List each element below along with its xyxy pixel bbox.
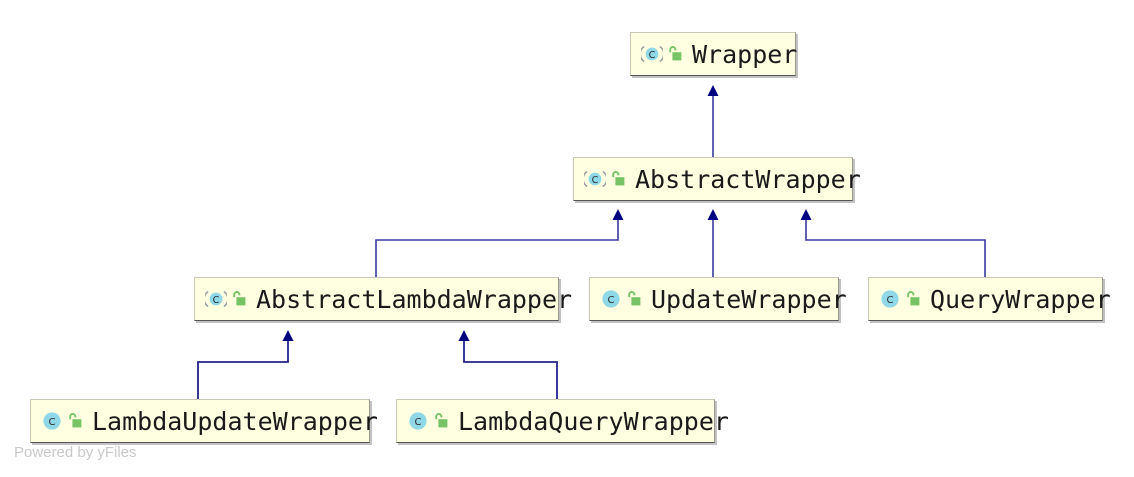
svg-text:C: C	[213, 295, 220, 306]
class-node-lambda-query-wrapper[interactable]: C LambdaQueryWrapper	[396, 399, 729, 443]
class-node-abstract-wrapper[interactable]: C AbstractWrapper	[573, 157, 861, 201]
open-padlock-icon	[669, 46, 682, 61]
class-name-label: Wrapper	[692, 39, 798, 69]
edge-abstractlambdawrapper-to-abstractwrapper	[375, 209, 624, 277]
class-circle-c-icon: C	[881, 290, 899, 308]
class-name-label: QueryWrapper	[930, 284, 1111, 314]
open-padlock-icon	[69, 413, 82, 428]
node-icon-group: C	[879, 288, 921, 310]
open-padlock-icon	[435, 413, 448, 428]
yfiles-watermark: Powered by yFiles	[14, 444, 137, 461]
class-name-label: UpdateWrapper	[651, 284, 847, 314]
svg-text:C: C	[649, 50, 656, 61]
node-icon-group: C	[205, 288, 247, 310]
class-circle-c-icon: C	[602, 290, 620, 308]
class-name-label: LambdaUpdateWrapper	[92, 406, 378, 436]
class-node-wrapper[interactable]: C Wrapper	[630, 32, 798, 76]
class-node-lambda-update-wrapper[interactable]: C LambdaUpdateWrapper	[30, 399, 378, 443]
open-padlock-icon	[612, 171, 625, 186]
svg-text:C: C	[887, 295, 894, 306]
svg-text:C: C	[415, 417, 422, 428]
class-circle-c-icon: C	[43, 412, 61, 430]
node-icon-group: C	[41, 410, 83, 432]
edge-querywrapper-to-abstractwrapper	[800, 209, 986, 277]
node-icon-group: C	[584, 168, 626, 190]
node-icon-group: C	[407, 410, 449, 432]
class-circle-c-icon: C	[584, 170, 606, 188]
class-name-label: AbstractWrapper	[635, 164, 861, 194]
class-circle-c-icon: C	[641, 45, 663, 63]
open-padlock-icon	[907, 291, 920, 306]
svg-text:C: C	[608, 295, 615, 306]
class-circle-c-icon: C	[205, 290, 227, 308]
class-node-query-wrapper[interactable]: C QueryWrapper	[868, 277, 1111, 321]
class-name-label: LambdaQueryWrapper	[458, 406, 729, 436]
node-icon-group: C	[641, 43, 683, 65]
open-padlock-icon	[628, 291, 641, 306]
edge-lambdaquerywrapper-to-abstractlambdawrapper	[458, 330, 558, 399]
class-node-update-wrapper[interactable]: C UpdateWrapper	[589, 277, 847, 321]
edge-lambdaupdatewrapper-to-abstractlambdawrapper	[197, 330, 294, 399]
class-circle-c-icon: C	[409, 412, 427, 430]
node-icon-group: C	[600, 288, 642, 310]
class-name-label: AbstractLambdaWrapper	[256, 284, 573, 314]
open-padlock-icon	[233, 291, 246, 306]
class-node-abstract-lambda-wrapper[interactable]: C AbstractLambdaWrapper	[194, 277, 572, 321]
svg-text:C: C	[592, 175, 599, 186]
svg-text:C: C	[49, 417, 56, 428]
